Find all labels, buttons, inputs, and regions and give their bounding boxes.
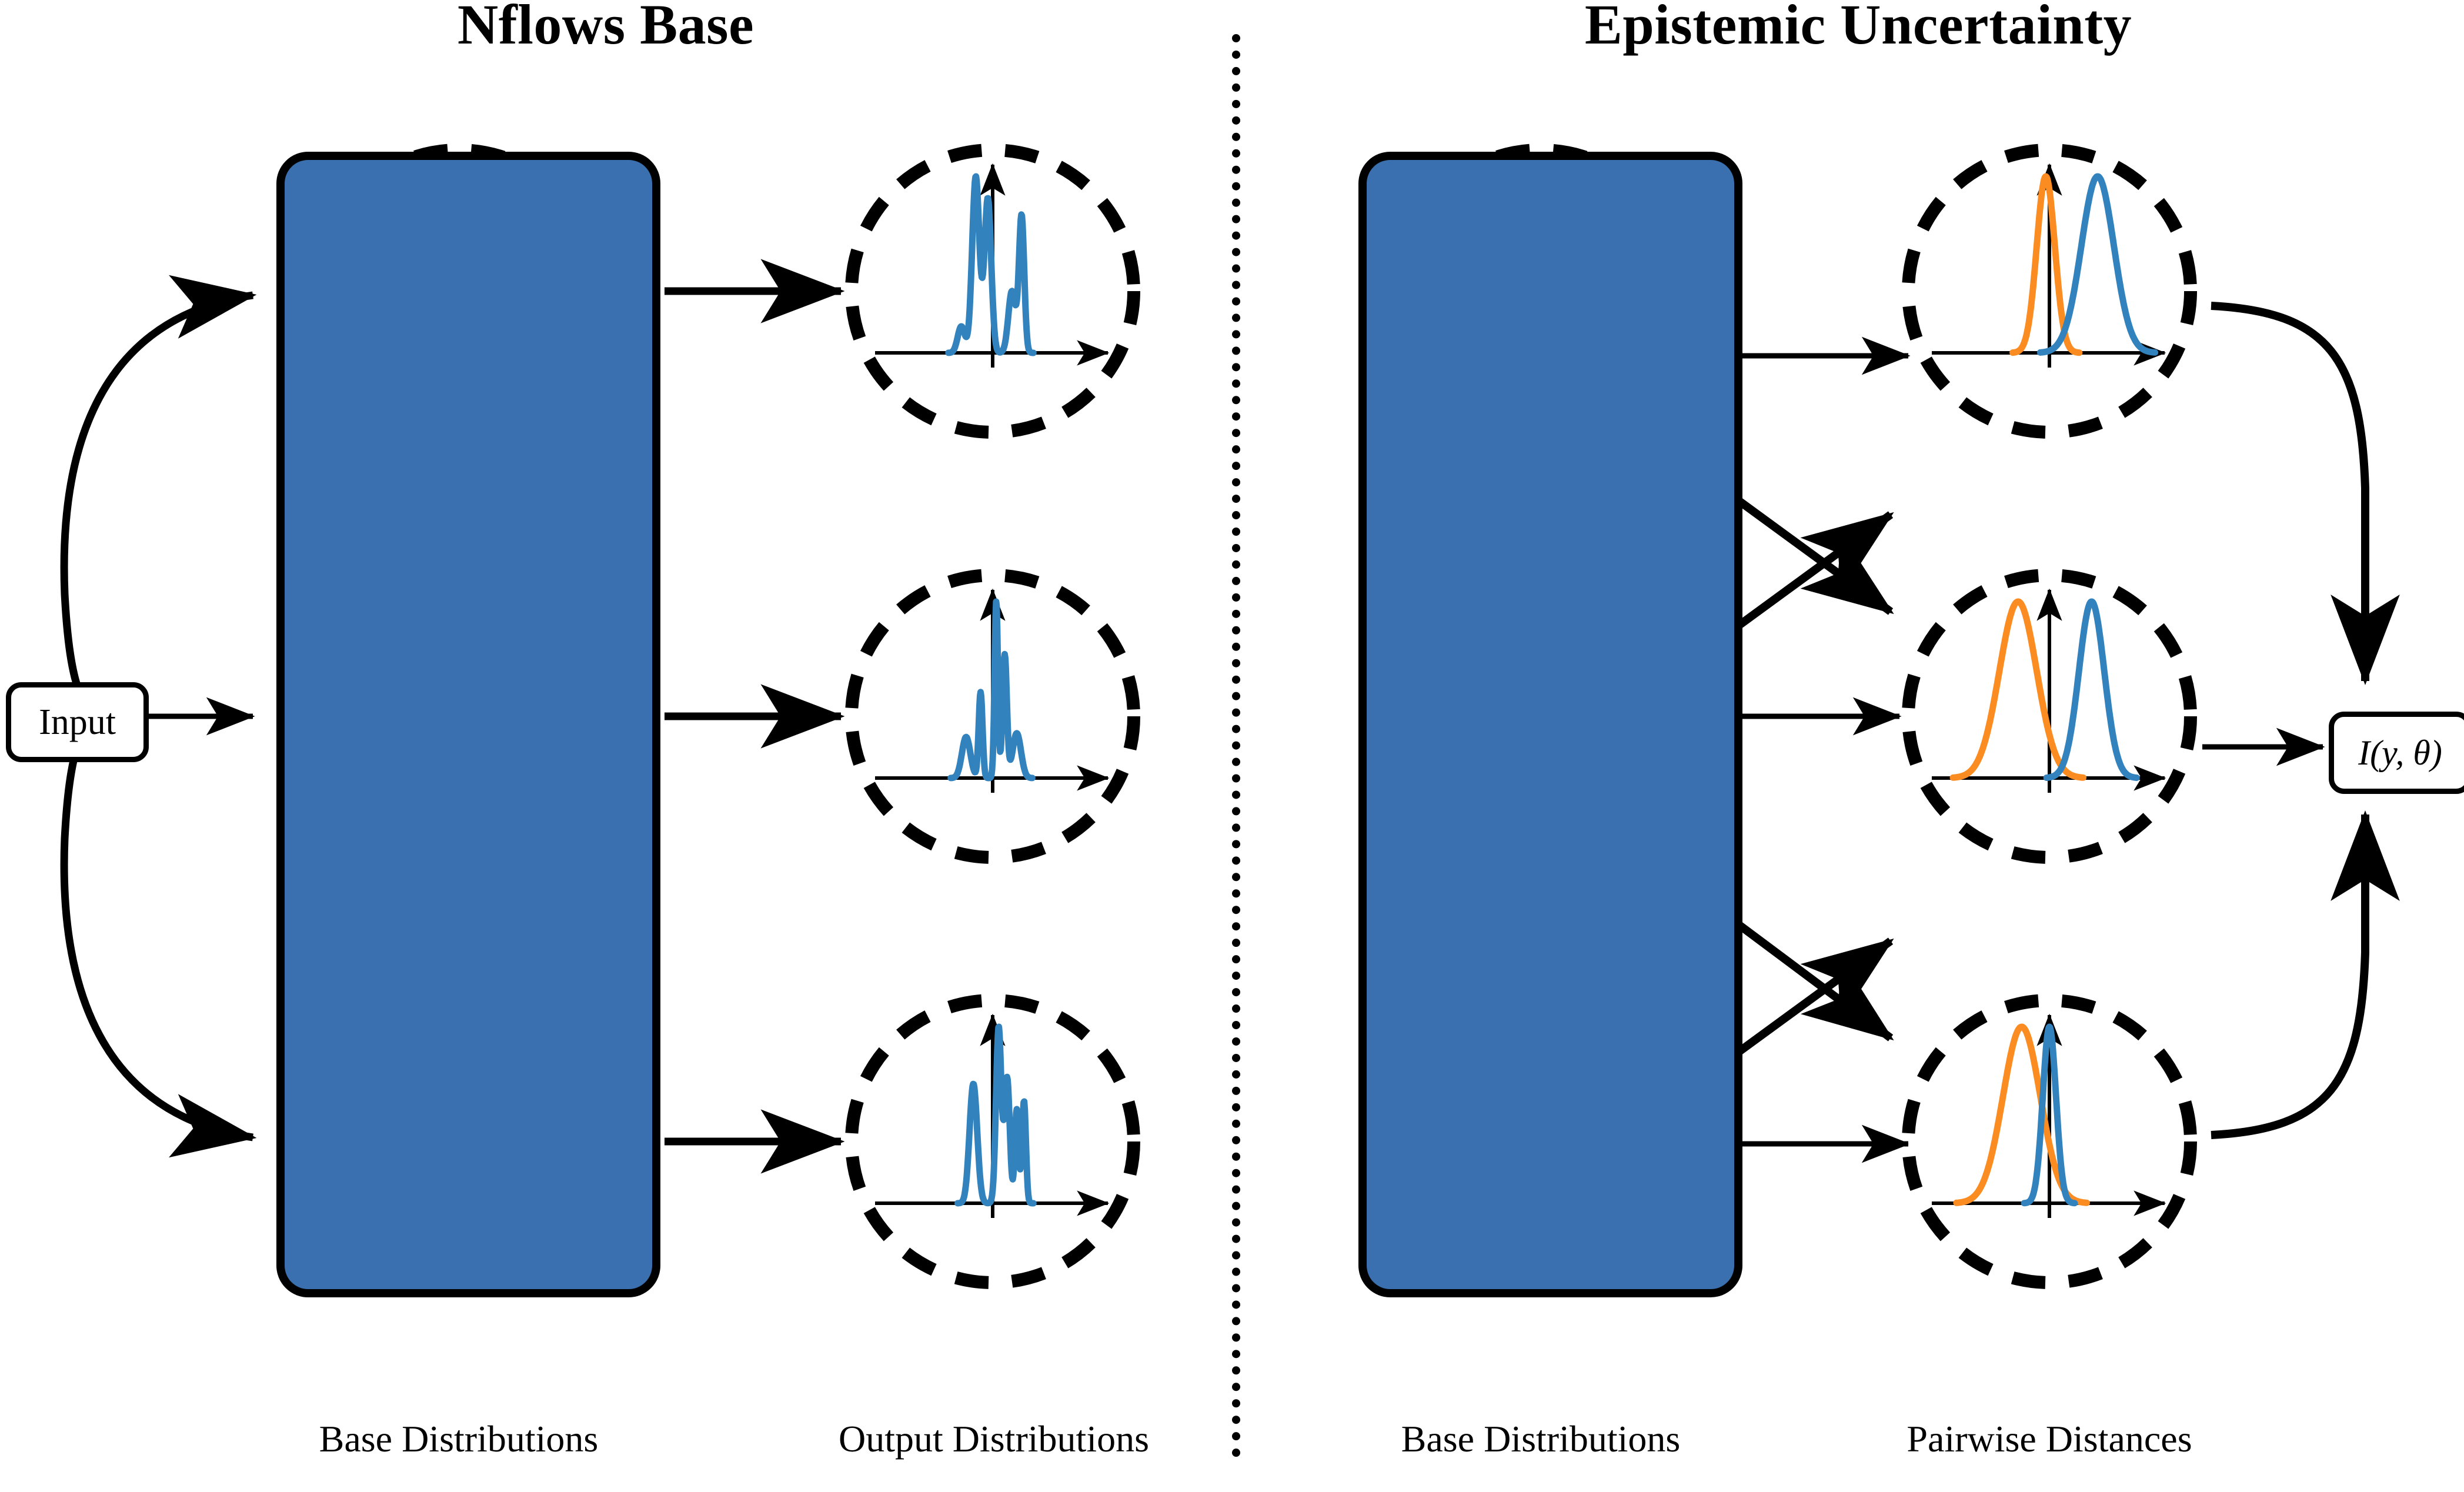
density-curve-distance-b bbox=[2036, 173, 2159, 356]
panel-divider bbox=[1232, 34, 1240, 1457]
panel-title-left: Nflows Base bbox=[457, 0, 754, 56]
input-node-label: Input bbox=[39, 702, 116, 742]
panel-title-right: Epistemic Uncertainty bbox=[1584, 0, 2132, 56]
distribution-plot-left-output-3 bbox=[845, 994, 1140, 1289]
density-curve-output bbox=[947, 598, 1036, 782]
input-node[interactable]: Input bbox=[6, 682, 149, 762]
density-curve-distance-a bbox=[2009, 173, 2083, 356]
panel-background-right bbox=[1358, 152, 1742, 1297]
column-label-left-output: Output Distributions bbox=[838, 1418, 1150, 1460]
density-curve-distance-b bbox=[2043, 598, 2140, 781]
output-node-label: I(y, θ) bbox=[2358, 733, 2442, 772]
distribution-plot-left-output-2 bbox=[845, 569, 1140, 864]
density-curve-output bbox=[945, 173, 1037, 356]
distribution-plot-right-pairwise-2 bbox=[1902, 569, 2197, 864]
edge-pair-3-to-output bbox=[2211, 810, 2400, 1139]
panel-background-left bbox=[276, 152, 660, 1297]
density-curve-output bbox=[954, 1023, 1037, 1207]
density-curve-distance-b bbox=[2021, 1023, 2078, 1207]
edge-input-to-left-base-1 bbox=[60, 275, 257, 720]
column-label-right-base: Base Distributions bbox=[1401, 1418, 1681, 1460]
edge-pair-1-to-output bbox=[2211, 302, 2400, 685]
edge-input-to-left-base-3 bbox=[60, 712, 257, 1158]
distribution-plot-right-pairwise-1 bbox=[1902, 143, 2197, 439]
distribution-plot-right-pairwise-3 bbox=[1902, 994, 2197, 1289]
distribution-plot-left-output-1 bbox=[845, 143, 1140, 439]
column-label-left-base: Base Distributions bbox=[319, 1418, 599, 1460]
column-label-right-pairwise: Pairwise Distances bbox=[1907, 1418, 2192, 1460]
output-node[interactable]: I(y, θ) bbox=[2329, 712, 2464, 794]
